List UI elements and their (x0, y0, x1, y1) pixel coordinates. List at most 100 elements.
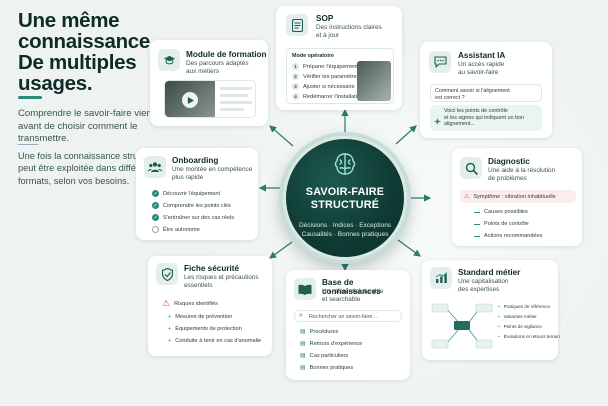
bullet-icon: • (498, 314, 500, 319)
item-label: Équipements de protection (175, 326, 242, 332)
subtitle-line-1: Un référentiel durable (322, 288, 384, 295)
card-subtitle: Un référentiel durable et searchable (322, 288, 383, 304)
card-title: Diagnostic (488, 157, 530, 166)
headline-line-2: connaissance. (18, 30, 156, 53)
play-icon[interactable] (182, 92, 198, 108)
connector-icon (474, 211, 480, 213)
search-placeholder[interactable]: Rechercher un savoir-faire... (309, 314, 378, 320)
subtitle-line-2: et à jour (316, 32, 340, 39)
item-label: Causes possibles (484, 209, 528, 215)
bar-chart-icon (430, 267, 452, 289)
card-title: Base de connaissances (322, 278, 381, 296)
intro-text: Comprendre le savoir-faire vient avant d… (18, 108, 155, 144)
knowledge-item[interactable]: ▤Retours d'expérience (300, 340, 362, 348)
chat-bubble-icon (429, 51, 451, 73)
answer-line-3: alignement... (444, 121, 475, 127)
subtitle-line-1: Les risques et précautions (184, 274, 259, 281)
card-diagnostic[interactable]: Diagnostic Une aide à la résolution de p… (452, 148, 582, 246)
card-subtitle: Une montée en compétence plus rapide (172, 166, 252, 182)
video-preview[interactable] (164, 80, 256, 118)
safety-item: +Équipements de protection (168, 326, 242, 332)
headline-line-3: De multiples (18, 51, 137, 74)
symptom-banner: ⚠ Symptôme : vibration inhabituelle (460, 190, 576, 203)
hub-subtitle-line-2: Causalités · Bonnes pratiques (301, 231, 389, 238)
doc-icon: ▤ (300, 341, 306, 347)
step-number: 1 (292, 63, 299, 70)
step-label: Vérifier les paramètres (303, 73, 360, 80)
onboarding-step: ✓ Découvrir l'équipement (152, 190, 220, 197)
symptom-row: ⚠ Symptôme : vibration inhabituelle (464, 193, 556, 201)
accent-bar (18, 96, 42, 99)
item-label: Variantes métier (503, 314, 537, 319)
check-icon: ✓ (152, 190, 159, 197)
doc-icon: ▤ (300, 365, 306, 371)
card-standard-metier[interactable]: Standard métier Une capitalisation des e… (422, 260, 560, 360)
card-title: Standard métier (458, 268, 521, 277)
knowledge-item[interactable]: ▤Cas particuliers (300, 352, 348, 360)
card-fiche-securite[interactable]: Fiche sécurité Les risques et précaution… (148, 256, 272, 356)
subtitle-line-1: Un accès rapide (458, 61, 505, 68)
symptom-text: Symptôme : vibration inhabituelle (473, 193, 556, 200)
item-label: Procédures (309, 328, 339, 335)
diagnostic-item: Causes possibles (474, 209, 528, 215)
standard-item: •Évolutions et retours terrain (498, 334, 560, 339)
card-title: Assistant IA (458, 51, 506, 60)
document-icon (286, 14, 308, 36)
item-label: Points de vigilance (503, 324, 542, 329)
text-placeholder-line (220, 108, 244, 111)
step-label: Découvrir l'équipement (163, 190, 221, 197)
diagnostic-item: Points de contrôle (474, 221, 529, 227)
text-placeholder-line (220, 94, 248, 97)
step-label: S'entraîner sur des cas réels (163, 214, 235, 221)
knowledge-item[interactable]: ▤Bonnes pratiques (300, 364, 354, 372)
card-subtitle: Des parcours adaptés aux métiers (186, 60, 249, 76)
subtitle-line-2: plus rapide (172, 174, 204, 181)
card-title: Module de formation (186, 50, 267, 59)
answer-text: Voici les points de contrôle et les sign… (444, 108, 524, 128)
divider (18, 144, 38, 145)
hub-title: SAVOIR-FAIRE STRUCTURÉ (286, 186, 404, 212)
item-label: Conduite à tenir en cas d'anomalie (175, 338, 262, 344)
bullet-icon: + (168, 314, 172, 320)
card-base-connaissances[interactable]: Base de connaissances Un référentiel dur… (286, 270, 410, 380)
search-box[interactable]: ⌕ Rechercher un savoir-faire... (294, 310, 402, 322)
card-title: Fiche sécurité (184, 264, 240, 273)
onboarding-step: ✓S'entraîner sur des cas réels (152, 214, 234, 221)
item-label: Actions recommandées (484, 233, 543, 239)
bullet-icon: • (498, 334, 500, 339)
standard-item: •Pratiques de référence (498, 304, 550, 309)
diagnostic-item: Actions recommandées (474, 233, 542, 239)
item-label: Bonnes pratiques (309, 364, 354, 371)
headline-line-1: Une même (18, 9, 120, 32)
bullet-icon: + (168, 326, 172, 332)
card-onboarding[interactable]: Onboarding Une montée en compétence plus… (136, 148, 258, 240)
subtitle-line-2: de problèmes (488, 175, 527, 182)
card-module-formation[interactable]: Module de formation Des parcours adaptés… (150, 40, 268, 126)
team-icon (144, 156, 166, 178)
card-sop[interactable]: SOP Des instructions claires et à jour M… (276, 6, 402, 110)
step-label: Ajuster si nécessaire (303, 83, 355, 90)
doc-icon: ▤ (300, 353, 306, 359)
brain-icon (334, 153, 356, 175)
chat-question: Comment savoir si l'alignement est corre… (430, 84, 542, 102)
knowledge-item[interactable]: ▤Procédures (300, 328, 339, 336)
card-title: SOP (316, 14, 334, 23)
connector-icon (474, 223, 480, 225)
subtitle-line-1: Une montée en compétence (172, 166, 253, 173)
question-line-1: Comment savoir si l'alignement (435, 88, 510, 94)
subtitle-line-2: des expertises (458, 286, 500, 293)
step-label: Être autonome (163, 226, 200, 233)
empty-circle-icon (152, 226, 159, 233)
item-label: Points de contrôle (484, 221, 529, 227)
body-text: Une fois la connaissance structurée, ell… (18, 151, 183, 186)
step-number: 4 (292, 93, 299, 100)
bullet-icon: + (168, 338, 172, 344)
card-subtitle: Des instructions claires et à jour (316, 24, 382, 40)
text-placeholder-line (220, 87, 252, 90)
subtitle-line-1: Une capitalisation (458, 278, 509, 285)
shield-icon (156, 263, 178, 285)
card-assistant-ia[interactable]: Assistant IA Un accès rapide au savoir-f… (420, 42, 552, 138)
card-subtitle: Une capitalisation des expertises (458, 278, 508, 294)
